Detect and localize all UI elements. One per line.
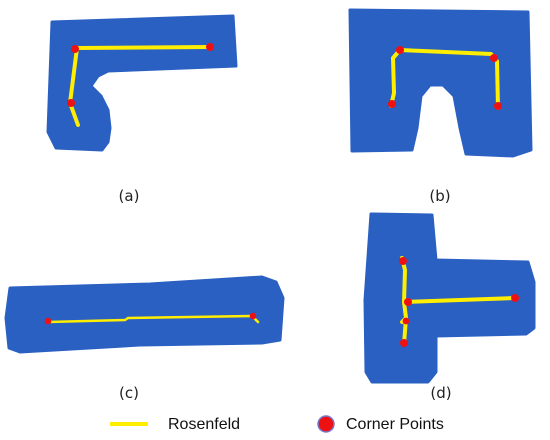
panel-b-corner-point	[494, 102, 502, 110]
legend-skeleton-label: Rosenfeld	[168, 416, 240, 433]
panel-c-corner-point	[249, 312, 257, 320]
panel-b-corner-point	[396, 46, 404, 54]
legend-corner-swatch	[317, 415, 335, 433]
legend-corner-label: Corner Points	[346, 416, 444, 433]
panel-a-shape	[46, 14, 238, 152]
panel-d: (d)	[363, 212, 536, 402]
panel-c-label: (c)	[119, 384, 139, 402]
panel-b: (b)	[348, 8, 533, 205]
panel-b-label: (b)	[429, 187, 450, 205]
panel-d-shape	[363, 212, 536, 384]
panel-d-corner-point	[399, 257, 407, 265]
panel-a: (a)	[46, 14, 238, 205]
panel-d-corner-point	[402, 317, 410, 325]
panel-a-corner-point	[67, 99, 75, 107]
panel-a-corner-point	[71, 45, 79, 53]
panel-d-label: (d)	[430, 384, 451, 402]
panel-d-corner-point	[511, 294, 519, 302]
panel-a-label: (a)	[119, 187, 140, 205]
legend: Rosenfeld Corner Points	[110, 415, 444, 433]
panel-d-corner-point	[404, 298, 412, 306]
panel-c-shape	[4, 275, 285, 354]
panel-a-skeleton	[68, 45, 212, 127]
panel-b-shape	[348, 8, 533, 158]
panel-b-corner-point	[490, 54, 498, 62]
panel-a-corner-point	[206, 43, 214, 51]
panel-d-corner-point	[400, 339, 408, 347]
panel-c: (c)	[4, 275, 285, 402]
panel-c-corner-point	[44, 317, 52, 325]
panel-b-corner-point	[388, 100, 396, 108]
